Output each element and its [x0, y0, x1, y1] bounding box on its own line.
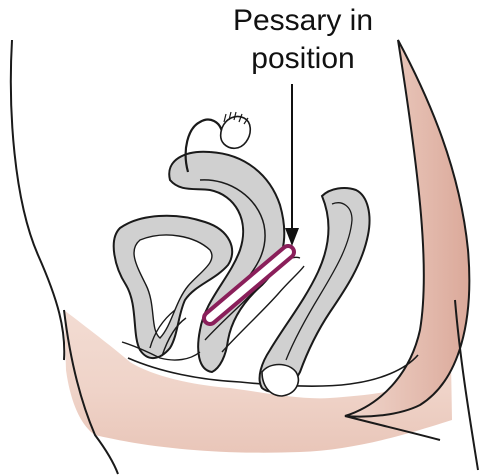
pessary-annotation: Pessary in position — [208, 2, 398, 78]
pointer-arrow — [285, 84, 299, 246]
skin-region — [64, 300, 452, 453]
abdomen-outline — [11, 40, 64, 360]
annotation-line-2: position — [208, 40, 398, 78]
annotation-line-1: Pessary in — [208, 2, 398, 40]
